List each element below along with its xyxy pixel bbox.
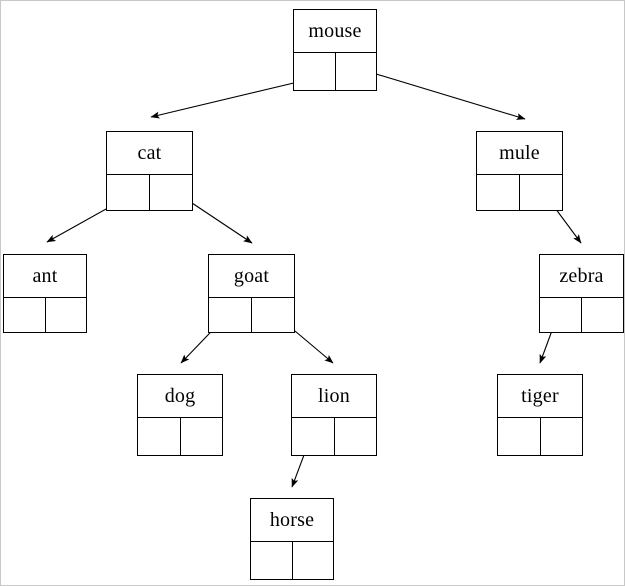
right-pointer-cell[interactable] [582,298,623,332]
left-pointer-cell[interactable] [292,418,335,455]
tree-node-zebra[interactable]: zebra [539,254,624,333]
tree-node-label: tiger [521,385,559,407]
tree-node-label: lion [318,385,350,407]
left-pointer-cell[interactable] [294,53,336,90]
left-pointer-cell[interactable] [209,298,252,332]
left-pointer-cell[interactable] [498,418,541,455]
right-pointer-cell[interactable] [252,298,294,332]
tree-node-goat[interactable]: goat [208,254,295,333]
tree-node-cat[interactable]: cat [106,131,193,211]
right-pointer-cell[interactable] [520,175,562,210]
tree-node-label: dog [164,385,196,407]
tree-node-lion[interactable]: lion [291,374,377,456]
tree-node-pointer-cells [107,174,192,210]
tree-node-pointer-cells [251,541,333,579]
right-pointer-cell[interactable] [541,418,583,455]
tree-node-mouse[interactable]: mouse [293,9,377,91]
right-pointer-cell[interactable] [293,542,334,579]
tree-node-pointer-cells [540,297,623,332]
left-pointer-cell[interactable] [477,175,520,210]
tree-node-label: horse [269,509,315,531]
left-pointer-cell[interactable] [251,542,293,579]
tree-node-tiger[interactable]: tiger [497,374,583,456]
right-pointer-cell[interactable] [336,53,377,90]
tree-edge-mouse-to-mule [352,66,526,120]
tree-node-pointer-cells [4,297,86,332]
tree-node-pointer-cells [498,417,582,455]
tree-node-label: cat [137,142,162,164]
tree-node-pointer-cells [209,297,294,332]
tree-node-pointer-cells [477,174,562,210]
tree-node-dog[interactable]: dog [137,374,223,456]
tree-node-pointer-cells [292,417,376,455]
tree-node-label: zebra [559,265,604,287]
right-pointer-cell[interactable] [335,418,377,455]
tree-node-label: goat [233,265,270,287]
left-pointer-cell[interactable] [138,418,181,455]
tree-node-horse[interactable]: horse [250,498,334,580]
left-pointer-cell[interactable] [107,175,150,210]
tree-node-label: mule [499,142,540,164]
right-pointer-cell[interactable] [181,418,223,455]
tree-node-pointer-cells [138,417,222,455]
tree-node-pointer-cells [294,52,376,90]
left-pointer-cell[interactable] [4,298,46,332]
left-pointer-cell[interactable] [540,298,582,332]
right-pointer-cell[interactable] [150,175,192,210]
tree-node-label: ant [32,265,58,287]
right-pointer-cell[interactable] [46,298,87,332]
tree-node-mule[interactable]: mule [476,131,563,211]
tree-node-ant[interactable]: ant [3,254,87,333]
tree-node-label: mouse [308,20,362,42]
